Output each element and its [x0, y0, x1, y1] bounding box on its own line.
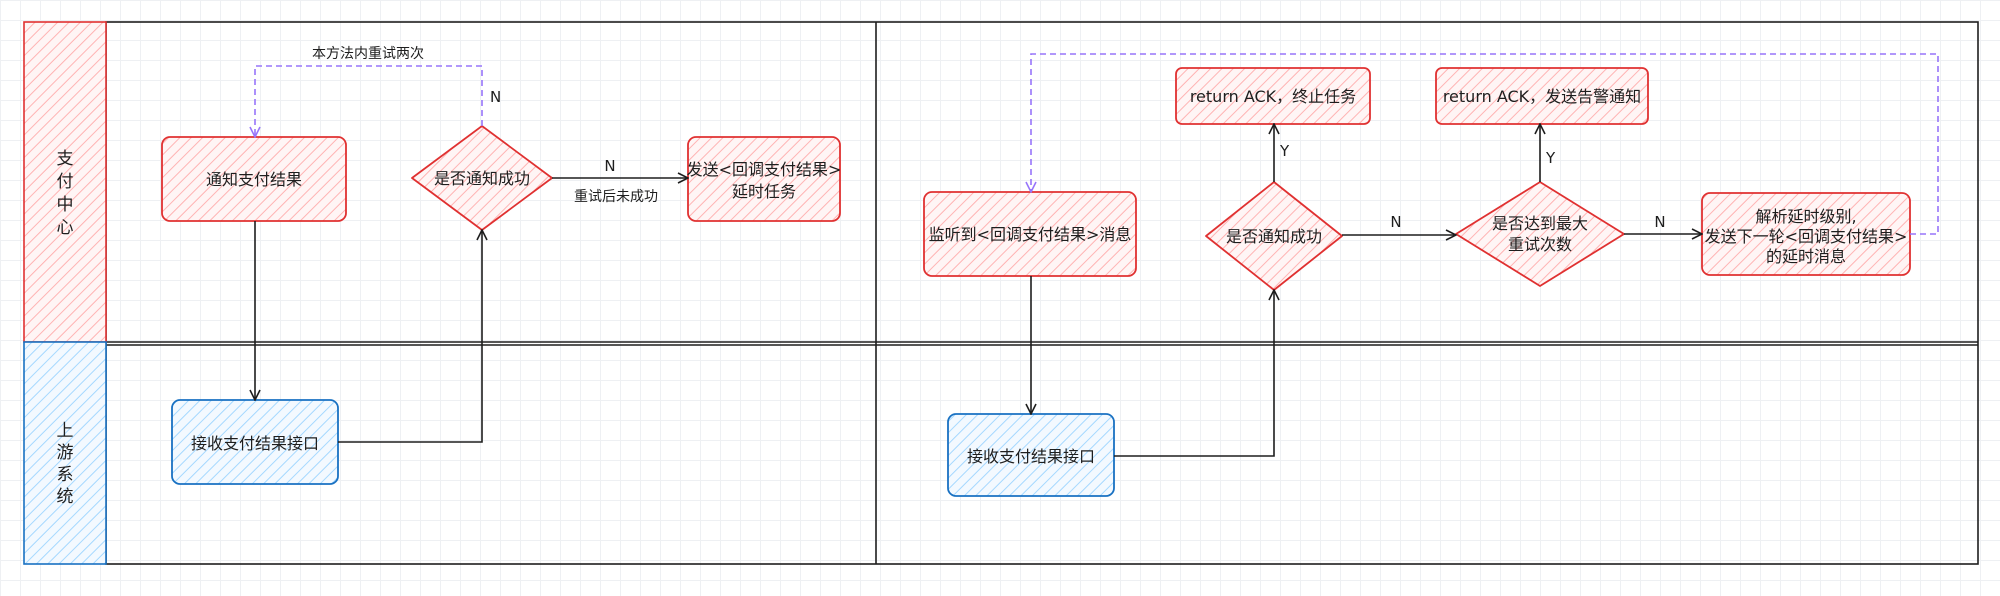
edge-check-to-delay-task: N 重试后未成功	[552, 157, 688, 205]
edge-label: 重试后未成功	[574, 189, 658, 205]
node-max-retry-check[interactable]: 是否达到最大 重试次数	[1455, 181, 1625, 287]
node-label: 发送<回调支付结果>	[687, 160, 842, 179]
node-notify-success-check-left[interactable]: 是否通知成功	[411, 125, 553, 231]
node-label: 延时任务	[732, 182, 796, 201]
lane-label-char: 付	[57, 172, 74, 192]
edge-label: Y	[1545, 149, 1556, 167]
lane-label-char: 游	[57, 443, 74, 463]
node-label: 重试次数	[1508, 235, 1572, 254]
lane-label-char: 心	[57, 218, 74, 238]
node-label: 是否通知成功	[434, 169, 530, 188]
edge-label: N	[604, 157, 615, 175]
edge-check-to-max-retry: N	[1342, 213, 1456, 235]
node-label: 接收支付结果接口	[191, 434, 319, 453]
node-label: 监听到<回调支付结果>消息	[929, 225, 1132, 244]
lane-header-upstream-system: 上 游 系 统	[23, 341, 107, 565]
node-label: 是否通知成功	[1226, 227, 1322, 246]
edge-receive-to-check	[338, 230, 482, 443]
edge-max-retry-to-ack-alert: Y	[1540, 124, 1556, 182]
edge-max-retry-to-parse: N	[1624, 213, 1702, 234]
edge-label: N	[1654, 213, 1665, 231]
lane-label-char: 中	[57, 195, 74, 215]
edge-retry-loop: 本方法内重试两次 N	[255, 46, 501, 137]
node-return-ack-stop[interactable]: return ACK，终止任务	[1175, 67, 1371, 125]
lane-label-char: 上	[57, 421, 74, 441]
node-label: 接收支付结果接口	[967, 447, 1095, 466]
node-label: return ACK，发送告警通知	[1443, 87, 1641, 106]
edge-check-to-ack-stop: Y	[1274, 124, 1290, 182]
node-label: 通知支付结果	[206, 170, 302, 189]
edge-next-round-loop	[1031, 53, 1939, 235]
node-send-delay-task[interactable]: 发送<回调支付结果> 延时任务	[687, 136, 842, 222]
node-listen-callback-message[interactable]: 监听到<回调支付结果>消息	[923, 191, 1137, 277]
node-receive-interface-right[interactable]: 接收支付结果接口	[947, 413, 1115, 497]
node-label: 是否达到最大	[1492, 214, 1588, 233]
edge-label: N	[490, 88, 501, 106]
lane-label-char: 系	[57, 465, 74, 485]
edge-label: Y	[1279, 142, 1290, 160]
lane-label-char: 支	[57, 149, 74, 169]
lane-header-payment-center: 支 付 中 心	[23, 21, 107, 343]
edge-label: N	[1390, 213, 1401, 231]
node-return-ack-alert[interactable]: return ACK，发送告警通知	[1435, 67, 1649, 125]
node-label: 的延时消息	[1766, 247, 1846, 266]
node-label: 解析延时级别,	[1755, 207, 1856, 226]
lane-label-char: 统	[57, 487, 74, 507]
node-label: 发送下一轮<回调支付结果>	[1705, 227, 1908, 246]
edge-receive-to-check-right	[1114, 290, 1274, 457]
node-label: return ACK，终止任务	[1190, 87, 1356, 106]
node-parse-delay-level[interactable]: 解析延时级别, 发送下一轮<回调支付结果> 的延时消息	[1701, 192, 1911, 276]
node-notify-payment-result[interactable]: 通知支付结果	[161, 136, 347, 222]
edge-label: 本方法内重试两次	[312, 46, 424, 62]
node-receive-interface-left[interactable]: 接收支付结果接口	[171, 399, 339, 485]
node-notify-success-check-right[interactable]: 是否通知成功	[1205, 181, 1343, 291]
